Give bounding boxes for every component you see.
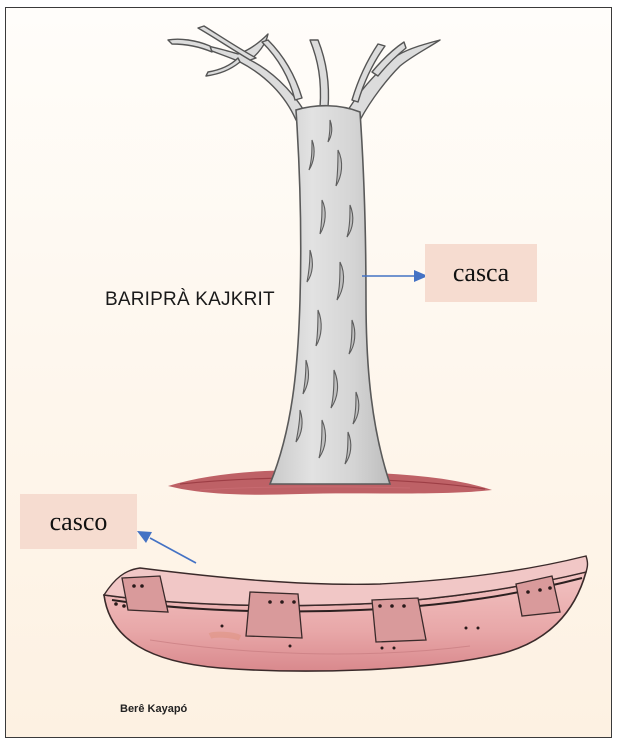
tree-trunk	[270, 106, 390, 484]
bark-label: casca	[425, 244, 537, 302]
tree-name-label: BARIPRÀ KAJKRIT	[105, 289, 275, 311]
bark-arrow	[362, 270, 428, 282]
tree-branches	[168, 26, 440, 120]
canoe-label: casco	[20, 494, 137, 549]
canoe-drawing	[104, 556, 588, 671]
artist-signature: Berê Kayapó	[120, 703, 187, 715]
canoe-arrow	[137, 531, 196, 563]
